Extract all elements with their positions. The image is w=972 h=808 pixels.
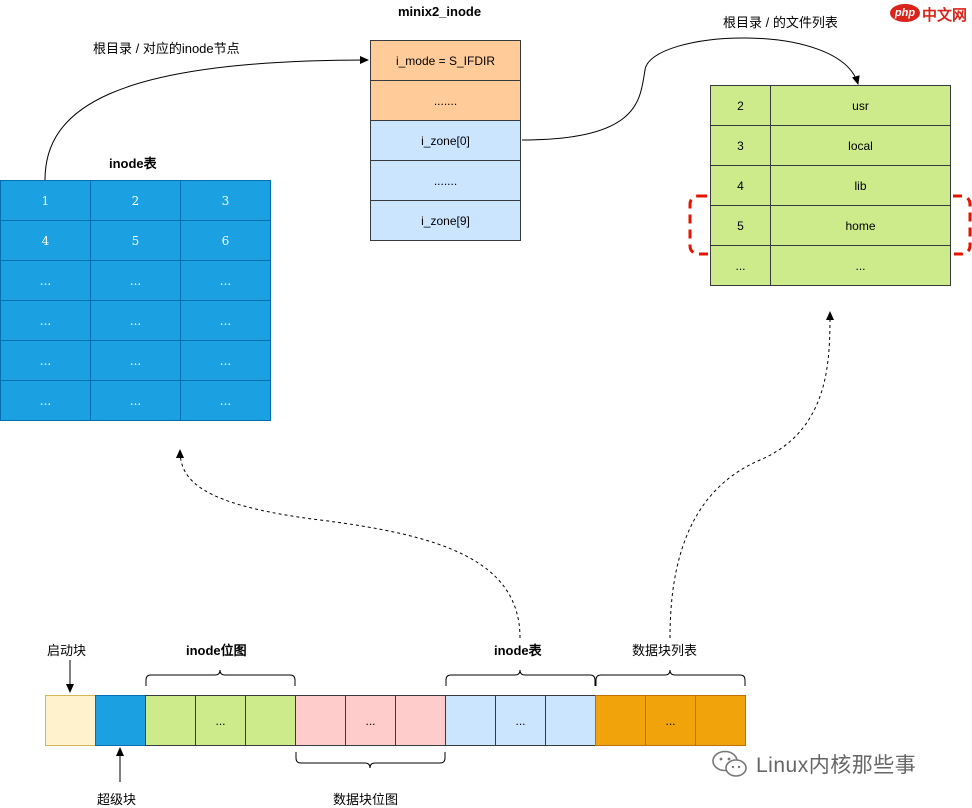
disk-block: ... — [495, 695, 546, 746]
disk-block — [45, 695, 96, 746]
disk-block — [395, 695, 446, 746]
arrow-data-to-dirlist — [669, 311, 834, 639]
inode-table-cell: 1 — [0, 180, 91, 221]
inode-table-cell: ... — [90, 300, 181, 341]
inode-table-cell: 5 — [90, 220, 181, 261]
root-inode-label: 根目录 / 对应的inode节点 — [93, 41, 240, 56]
dir-entry-name: lib — [770, 165, 951, 206]
dir-entry-ino: 4 — [710, 165, 771, 206]
disk-block — [545, 695, 596, 746]
dir-entry-name: ... — [770, 245, 951, 286]
disk-block — [95, 695, 146, 746]
minix2-field: i_zone[0] — [370, 120, 521, 161]
inode-table-cell: ... — [180, 300, 271, 341]
brace-data-list — [595, 669, 746, 686]
disk-block — [445, 695, 496, 746]
dir-entry-name: usr — [770, 85, 951, 126]
php-logo-text: 中文网 — [922, 7, 968, 24]
disk-block: ... — [195, 695, 246, 746]
root-files-label: 根目录 / 的文件列表 — [723, 15, 838, 30]
inode-table-title: inode表 — [109, 156, 157, 171]
arrow-zone-to-dirlist — [521, 37, 860, 141]
dir-entry-ino: 2 — [710, 85, 771, 126]
inode-table-cell: ... — [0, 380, 91, 421]
disk-block: ... — [645, 695, 696, 746]
disk-block — [695, 695, 746, 746]
inode-bitmap-label: inode位图 — [186, 643, 247, 658]
data-block-list-label: 数据块列表 — [632, 643, 698, 658]
super-block-label: 超级块 — [97, 792, 137, 807]
minix2-title: minix2_inode — [398, 4, 482, 19]
inode-table-cell: ... — [90, 340, 181, 381]
inode-table-cell: 6 — [180, 220, 271, 261]
inode-table-cell: 2 — [90, 180, 181, 221]
minix2-field: ....... — [370, 160, 521, 201]
dir-entry-name: home — [770, 205, 951, 246]
wechat-watermark: Linux内核那些事 — [710, 748, 916, 780]
disk-block — [245, 695, 296, 746]
boot-block-label: 启动块 — [47, 643, 87, 658]
disk-block — [295, 695, 346, 746]
minix2-field: ....... — [370, 80, 521, 121]
inode-table-cell: ... — [0, 300, 91, 341]
inode-table-cell: ... — [180, 380, 271, 421]
minix2-field: i_mode = S_IFDIR — [370, 40, 521, 81]
inode-table-cell: ... — [0, 340, 91, 381]
brace-inode-bitmap — [145, 669, 296, 686]
inode-table-cell: 3 — [180, 180, 271, 221]
inode-table-cell: ... — [180, 340, 271, 381]
disk-block — [595, 695, 646, 746]
dir-entry-ino: ... — [710, 245, 771, 286]
disk-block: ... — [345, 695, 396, 746]
inode-table-cell: ... — [0, 260, 91, 301]
brace-inode-table — [445, 669, 596, 686]
arrow-disk-inode-to-table — [176, 449, 521, 639]
brace-zone-bitmap — [295, 752, 446, 769]
dir-entry-ino: 5 — [710, 205, 771, 246]
arrow-inode-to-minix2 — [44, 56, 369, 181]
wechat-icon — [712, 750, 747, 777]
zone-bitmap-label: 数据块位图 — [333, 792, 399, 807]
dir-entry-ino: 3 — [710, 125, 771, 166]
php-logo: php 中文网 — [890, 2, 970, 26]
minix2-field: i_zone[9] — [370, 200, 521, 241]
inode-table-cell: 4 — [0, 220, 91, 261]
inode-table-cell: ... — [180, 260, 271, 301]
disk-inode-table-label: inode表 — [494, 643, 542, 658]
disk-block — [145, 695, 196, 746]
php-logo-badge: php — [890, 4, 920, 22]
watermark-text: Linux内核那些事 — [756, 754, 917, 777]
inode-table-cell: ... — [90, 260, 181, 301]
inode-table-cell: ... — [90, 380, 181, 421]
dir-entry-name: local — [770, 125, 951, 166]
